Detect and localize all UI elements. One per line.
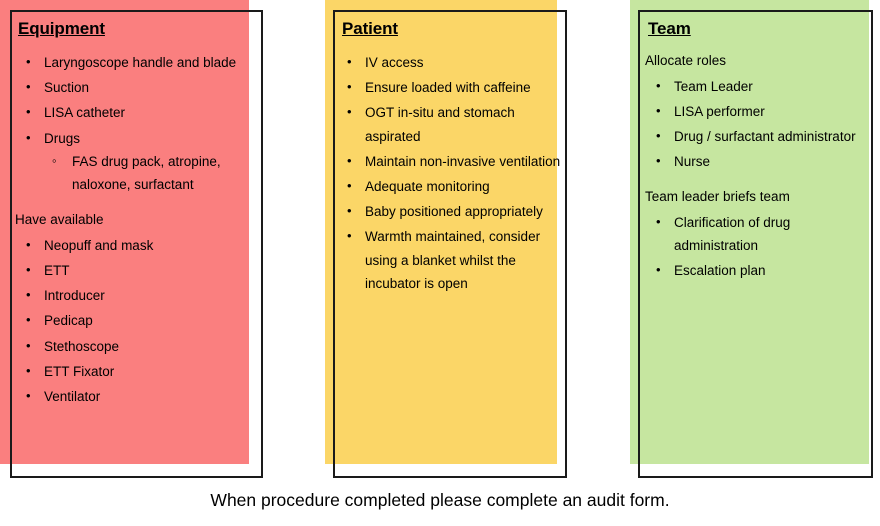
panel-equipment-list-2: Neopuff and mask ETT Introducer Pedicap …	[14, 234, 254, 409]
list-item-label: Introducer	[44, 288, 105, 304]
list-item-label: Escalation plan	[674, 263, 766, 279]
list-item: Laryngoscope handle and blade	[14, 51, 254, 74]
panel-patient-content: Patient IV access Ensure loaded with caf…	[338, 12, 564, 297]
list-item-label: Pedicap	[44, 313, 93, 329]
list-item: ETT Fixator	[14, 360, 254, 383]
panel-equipment-frame	[10, 10, 263, 478]
list-item-label: ETT	[44, 263, 70, 279]
list-item-label: Ensure loaded with caffeine	[365, 80, 531, 96]
list-item: ETT	[14, 259, 254, 282]
list-item: Ensure loaded with caffeine	[338, 76, 564, 99]
list-item: Adequate monitoring	[338, 175, 564, 198]
list-item: Drug / surfactant administrator	[644, 125, 872, 148]
list-item-label: LISA performer	[674, 103, 765, 119]
list-item: IV access	[338, 51, 564, 74]
list-item: Team Leader	[644, 75, 872, 98]
panel-equipment-content: Equipment Laryngoscope handle and blade …	[14, 12, 254, 410]
panel-equipment-title: Equipment	[18, 19, 105, 38]
panel-team-content: Team Allocate roles Team Leader LISA per…	[644, 12, 872, 285]
panel-team-list-2: Clarification of drug administration Esc…	[644, 211, 872, 283]
list-item: OGT in-situ and stomach aspirated	[338, 101, 564, 147]
sub-list: FAS drug pack, atropine, naloxone, surfa…	[44, 150, 254, 196]
list-item-label: Drugs	[44, 130, 81, 146]
list-item: Introducer	[14, 284, 254, 307]
panel-equipment-subheading: Have available	[15, 212, 104, 228]
list-item: Stethoscope	[14, 335, 254, 358]
list-item-label: Suction	[44, 80, 90, 96]
list-item: Maintain non-invasive ventilation	[338, 150, 564, 173]
list-item: LISA catheter	[14, 101, 254, 124]
panel-team-subheading-1: Allocate roles	[645, 52, 727, 68]
list-item: Clarification of drug administration	[644, 211, 872, 257]
sub-list-item-label: FAS drug pack, atropine, naloxone, surfa…	[72, 153, 221, 193]
list-item-label: ETT Fixator	[44, 363, 115, 379]
list-item: Neopuff and mask	[14, 234, 254, 257]
panel-team-list-1: Team Leader LISA performer Drug / surfac…	[644, 75, 872, 174]
panel-patient-list: IV access Ensure loaded with caffeine OG…	[338, 51, 564, 295]
list-item-label: IV access	[365, 54, 424, 70]
list-item: Baby positioned appropriately	[338, 200, 564, 223]
panel-team-title: Team	[648, 19, 691, 38]
list-item-label: Laryngoscope handle and blade	[44, 54, 237, 70]
list-item: Warmth maintained, consider using a blan…	[338, 225, 564, 295]
list-item-label: Drug / surfactant administrator	[674, 128, 856, 144]
list-item-label: Nurse	[674, 154, 711, 170]
list-item-label: Adequate monitoring	[365, 179, 490, 195]
list-item: LISA performer	[644, 100, 872, 123]
panel-team-subheading-2: Team leader briefs team	[645, 189, 790, 205]
list-item-label: Team Leader	[674, 78, 753, 94]
list-item: Pedicap	[14, 309, 254, 332]
list-item-label: Stethoscope	[44, 338, 120, 354]
sub-list-item: FAS drug pack, atropine, naloxone, surfa…	[44, 150, 254, 196]
list-item: Nurse	[644, 150, 872, 173]
list-item-label: Maintain non-invasive ventilation	[365, 153, 561, 169]
panel-equipment-list-1: Laryngoscope handle and blade Suction LI…	[14, 51, 254, 196]
list-item: Ventilator	[14, 385, 254, 408]
list-item-label: Ventilator	[44, 389, 101, 405]
footer-note: When procedure completed please complete…	[210, 490, 670, 510]
list-item-label: Clarification of drug administration	[674, 214, 791, 254]
list-item: Drugs FAS drug pack, atropine, naloxone,…	[14, 127, 254, 197]
list-item: Escalation plan	[644, 259, 872, 282]
panel-patient-title: Patient	[342, 19, 398, 38]
list-item-label: LISA catheter	[44, 105, 126, 121]
list-item: Suction	[14, 76, 254, 99]
list-item-label: OGT in-situ and stomach aspirated	[365, 105, 515, 144]
list-item-label: Neopuff and mask	[44, 237, 154, 253]
list-item-label: Warmth maintained, consider using a blan…	[365, 229, 541, 291]
list-item-label: Baby positioned appropriately	[365, 204, 543, 220]
panel-patient-frame	[333, 10, 567, 478]
panel-team-frame	[638, 10, 873, 478]
